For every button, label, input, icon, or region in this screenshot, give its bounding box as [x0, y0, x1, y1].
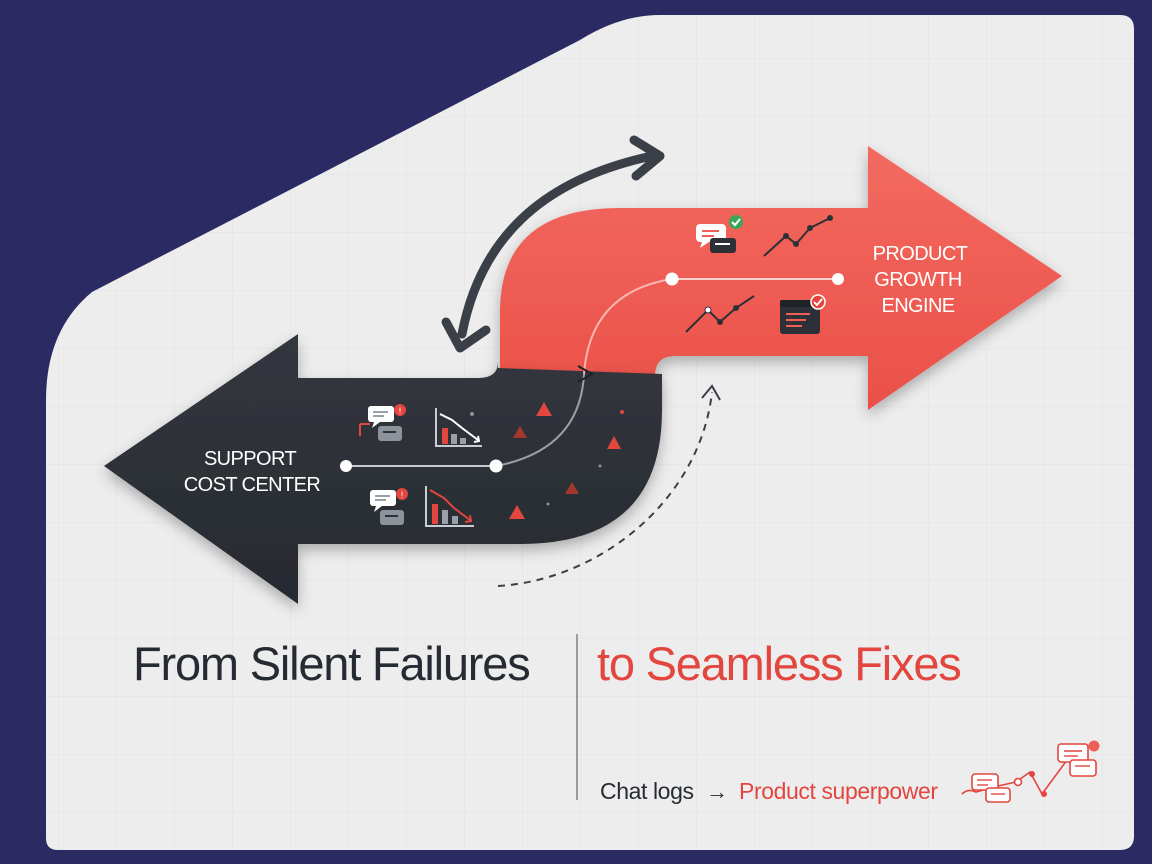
warning-icons [470, 402, 624, 519]
right-arrow-label-line2: GROWTH [874, 269, 962, 291]
dashed-curve-arrow-icon [497, 384, 721, 587]
tagline-arrow: → [706, 779, 728, 804]
headline-right: to Seamless Fixes [597, 637, 962, 690]
chat-growth-icon [961, 740, 1100, 803]
svg-text:!: ! [401, 490, 404, 500]
dashboard-check-icon [780, 294, 826, 334]
connector-lines [340, 272, 844, 473]
chat-alert-icon: ! [359, 404, 406, 441]
growth-line-chart-icon [763, 215, 833, 257]
right-arrow-label-line3: ENGINE [881, 295, 954, 317]
warning-icon [565, 482, 579, 494]
warning-icon [607, 436, 621, 449]
warning-icon [536, 402, 552, 416]
warning-icon [509, 505, 525, 519]
declining-bar-chart-icon [435, 408, 482, 447]
chat-check-icon [696, 215, 743, 253]
cost-arrow [104, 334, 662, 604]
left-arrow-label-line1: SUPPORT [204, 448, 297, 470]
tagline-start: Chat logs [600, 778, 694, 804]
right-arrow-label-line1: PRODUCT [873, 243, 968, 265]
svg-text:!: ! [399, 406, 402, 416]
warning-icon [513, 426, 527, 438]
left-arrow-label-line2: COST CENTER [184, 474, 321, 496]
declining-bar-chart-icon [425, 486, 474, 527]
growth-line-chart-icon [685, 295, 755, 333]
chat-alert-icon: ! [370, 488, 408, 525]
tagline-end: Product superpower [739, 778, 938, 804]
headline-left: From Silent Failures [133, 637, 531, 690]
cycle-arrow-icon [441, 135, 665, 353]
